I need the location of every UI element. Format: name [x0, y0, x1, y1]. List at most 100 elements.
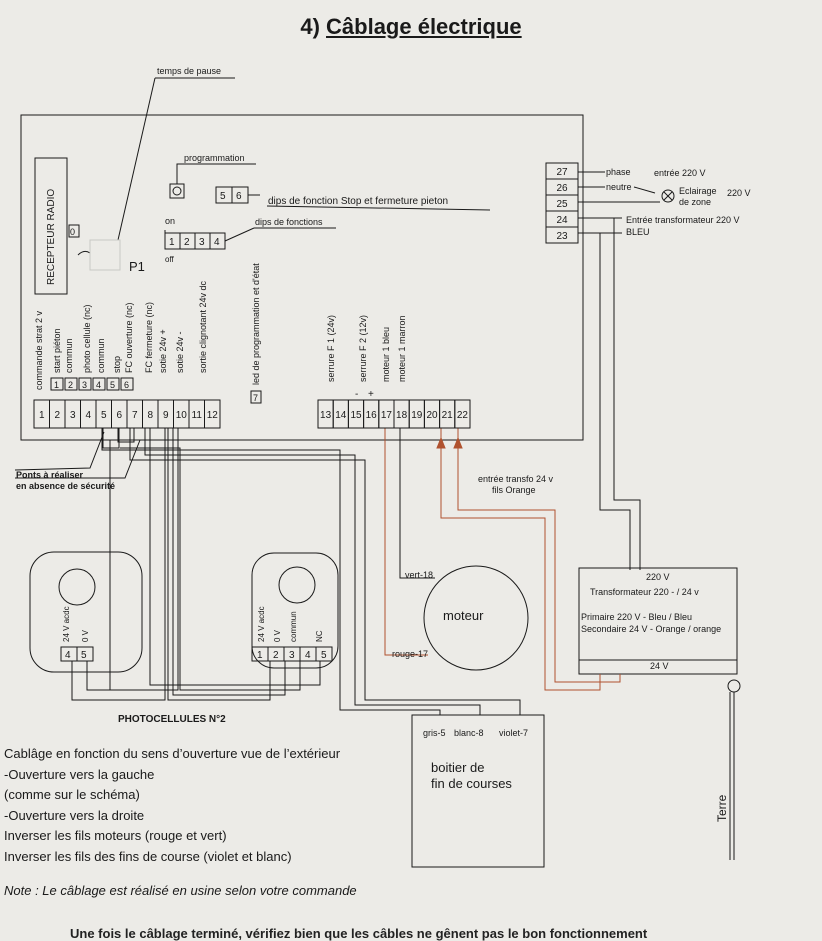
programmation-button	[169, 183, 185, 199]
fc-blanc-label: blanc-8	[454, 728, 484, 738]
dip-2: 2	[184, 237, 190, 248]
pc2-term-5: 5	[321, 650, 327, 661]
photocell-2-lens	[278, 566, 316, 604]
wire-23-to-transfo	[599, 233, 631, 570]
small-num-4: 4	[96, 380, 101, 390]
dips-stop-underline	[266, 205, 491, 211]
label-fc-fermeture: FC fermeture (nc)	[144, 302, 154, 373]
terre-terminal	[727, 679, 741, 693]
programmation-leader	[176, 163, 185, 184]
bridge-6-8	[117, 428, 135, 443]
eclairage-label: Eclairage	[679, 186, 717, 196]
note-line-2: -Ouverture vers la gauche	[4, 766, 155, 782]
label-moteur-marron: moteur 1 marron	[397, 315, 407, 382]
fc-gris-label: gris-5	[423, 728, 446, 738]
power-number-26: 26	[556, 183, 568, 194]
terminal-number-17: 17	[381, 410, 393, 421]
control-board	[20, 114, 584, 441]
label-sotie-plus: sotie 24v +	[158, 329, 168, 373]
terminal-number-6: 6	[116, 410, 122, 421]
terminal-number-12: 12	[207, 410, 219, 421]
ponts-leader-2	[15, 439, 141, 479]
rouge-label: rouge-17	[392, 649, 428, 659]
dip-5: 5	[220, 191, 226, 202]
eclairage-lamp-icon	[661, 189, 675, 203]
fc-line1: boitier de	[431, 760, 484, 775]
photocellules-label: PHOTOCELLULES N°2	[118, 714, 226, 725]
on-label: on	[165, 216, 175, 226]
plus-sign: +	[368, 389, 374, 400]
terminal-number-14: 14	[335, 410, 347, 421]
power-cell-23	[545, 226, 579, 244]
wire-pc2-5	[149, 428, 321, 686]
label-commande-strat: commande strat 2 v	[34, 310, 44, 390]
led-number: 7	[253, 393, 258, 403]
terminal-number-4: 4	[85, 410, 91, 421]
ponts-leader-1	[14, 431, 105, 471]
note-line-3: (comme sur le schéma)	[4, 787, 140, 802]
label-commun-2: commun	[96, 338, 106, 373]
wire-fc-gris	[101, 428, 441, 715]
wire-moteur-vert	[399, 428, 435, 579]
small-num-3: 3	[82, 380, 87, 390]
wire-pc2-1	[167, 428, 271, 701]
moteur-circle	[423, 565, 529, 671]
terminal-cell-22	[454, 399, 471, 429]
pc1-0v-label: 0 V	[81, 629, 90, 642]
pc1-term-4: 4	[65, 650, 71, 661]
eclairage-voltage: 220 V	[727, 188, 751, 198]
terminal-number-15: 15	[350, 410, 362, 421]
small-num-5: 5	[110, 380, 115, 390]
terminal-number-2: 2	[54, 410, 60, 421]
transfo-orange-line2: fils Orange	[492, 485, 536, 495]
terminal-number-11: 11	[192, 410, 203, 421]
dip-6: 6	[236, 191, 242, 202]
pc2-0v-label: 0 V	[273, 629, 282, 642]
dips-fonctions-leader	[224, 227, 255, 242]
entree-220-label: entrée 220 V	[654, 168, 706, 178]
terminal-labels-left: commande strat 2 v start piéton commun p…	[34, 280, 208, 390]
terminal-number-21: 21	[442, 410, 454, 421]
neutre-label: neutre	[606, 182, 632, 192]
transfo-primaire: Primaire 220 V - Bleu / Bleu	[581, 612, 692, 622]
radio-receiver	[34, 157, 68, 295]
power-number-23: 23	[556, 231, 568, 242]
phase-label: phase	[606, 167, 631, 177]
wire-fc-blanc	[144, 428, 481, 715]
terminal-number-19: 19	[411, 410, 423, 421]
terminal-number-20: 20	[426, 410, 438, 421]
small-num-2: 2	[68, 380, 73, 390]
note-line-5: Inverser les fils moteurs (rouge et vert…	[4, 828, 227, 843]
pc2-term-3: 3	[289, 650, 295, 661]
transfo-title: Transformateur 220 - / 24 v	[590, 587, 699, 597]
pc2-term-1: 1	[257, 650, 263, 661]
photocell-1-lens	[58, 568, 96, 606]
label-fc-ouverture: FC ouverture (nc)	[124, 302, 134, 373]
pc1-term-5: 5	[81, 650, 87, 661]
terminal-number-10: 10	[176, 410, 188, 421]
label-stop: stop	[112, 356, 122, 373]
arrow-21	[436, 436, 446, 449]
de-zone-label: de zone	[679, 197, 711, 207]
wire-24-to-transfo	[590, 217, 641, 570]
terre-label: Terre	[715, 794, 729, 822]
label-commun-1: commun	[64, 338, 74, 373]
dip-1: 1	[169, 237, 175, 248]
ponts-line1: Ponts à réaliser	[16, 470, 84, 480]
p1-potentiometer	[89, 239, 121, 271]
note-line-4: -Ouverture vers la droite	[4, 807, 145, 823]
label-sotie-minus: sotie 24v -	[175, 331, 185, 373]
entree-transfo-label: Entrée transformateur 220 V	[626, 215, 740, 225]
note-line-6: Inverser les fils des fins de course (vi…	[4, 848, 292, 864]
fc-violet-label: violet-7	[499, 728, 528, 738]
pc2-term-2: 2	[273, 650, 279, 661]
terminal-number-1: 1	[39, 410, 45, 421]
minus-sign: -	[355, 389, 358, 400]
power-number-24: 24	[556, 215, 568, 226]
off-label: off	[165, 255, 175, 264]
transformateur-box	[578, 567, 738, 675]
factory-note: Note : Le câblage est réalisé en usine s…	[4, 883, 357, 898]
